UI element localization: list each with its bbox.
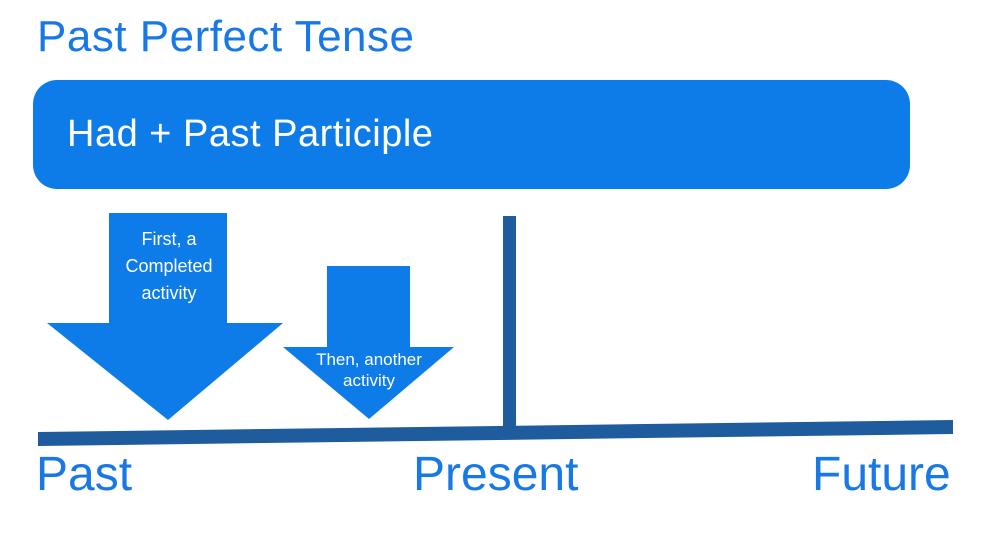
second-activity-arrow-icon bbox=[283, 266, 454, 419]
first-arrow-label: First, a Completed activity bbox=[125, 229, 213, 303]
formula-text: Had + Past Participle bbox=[67, 113, 434, 155]
timeline-label-present: Present bbox=[413, 448, 579, 501]
formula-banner: Had + Past Participle bbox=[33, 80, 910, 189]
page-title: Past Perfect Tense bbox=[37, 12, 415, 61]
second-arrow-label: Then, another activity bbox=[316, 350, 422, 391]
timeline-bar bbox=[38, 420, 953, 446]
timeline-label-future: Future bbox=[812, 448, 951, 501]
timeline-label-past: Past bbox=[36, 448, 133, 501]
first-activity-arrow-icon bbox=[47, 213, 283, 420]
present-marker-line bbox=[503, 216, 516, 437]
